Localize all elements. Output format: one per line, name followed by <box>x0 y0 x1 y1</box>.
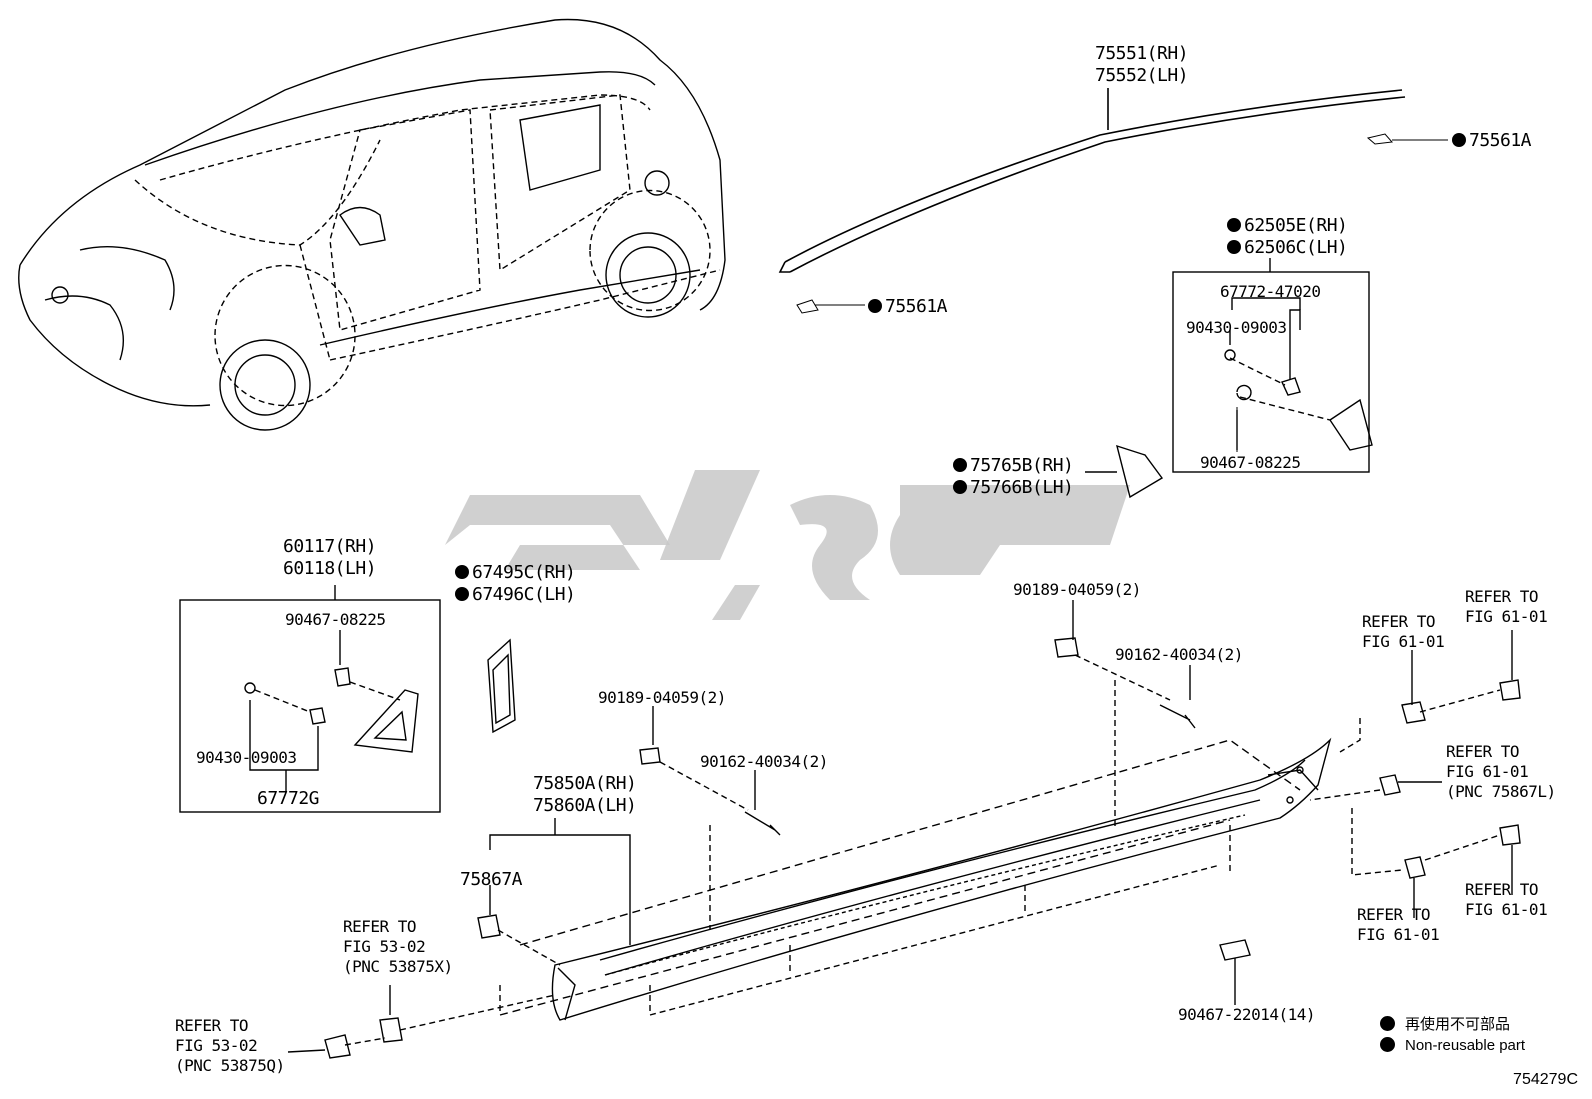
non-reusable-dot-icon <box>1380 1016 1395 1031</box>
garnish-set-label: 67772-47020 <box>1220 282 1321 301</box>
fastener-set-b <box>1054 600 1196 729</box>
rocker-panel <box>499 680 1332 1021</box>
molding-clip-rear <box>1366 133 1448 145</box>
vehicle-outline <box>18 18 726 431</box>
rocker-lh-label: 75860A(LH) <box>533 795 637 816</box>
non-reusable-dot-icon <box>953 458 967 472</box>
pillar-lh-label: 75766B(LH) <box>953 477 1074 499</box>
legend-english: Non-reusable part <box>1380 1037 1525 1054</box>
roof-molding-rh-label: 75551(RH) <box>1095 43 1189 64</box>
rocker-bottom-clip <box>1219 939 1251 1005</box>
right-clips <box>1309 630 1521 918</box>
mirror-lh-label: 60118(LH) <box>283 558 377 579</box>
non-reusable-dot-icon <box>1227 218 1241 232</box>
figure-reference: 754279C <box>1513 1071 1578 1088</box>
screw-b-label: 90162-40034(2) <box>1115 645 1243 664</box>
non-reusable-dot-icon <box>868 299 882 313</box>
non-reusable-dot-icon <box>455 587 469 601</box>
screw-a-label: 90162-40034(2) <box>700 752 828 771</box>
roof-molding <box>778 88 1406 273</box>
mirror-rh-label: 60117(RH) <box>283 536 377 557</box>
clip-rear-label: 75561A <box>1452 130 1532 152</box>
non-reusable-dot-icon <box>1452 133 1466 147</box>
fastener-set-a <box>639 706 781 836</box>
mirror-set-label: 67772G <box>257 788 320 809</box>
mirror-assembly <box>179 585 441 813</box>
garnish-lh-label: 62506C(LH) <box>1227 237 1348 259</box>
pillar-rh-label: 75765B(RH) <box>953 455 1074 477</box>
non-reusable-dot-icon <box>1227 240 1241 254</box>
non-reusable-dot-icon <box>455 565 469 579</box>
watermark <box>445 470 1130 620</box>
clip-front-label: 75561A <box>868 296 948 318</box>
garnish-washer-label: 90430-09003 <box>1186 318 1287 337</box>
roof-molding-lh-label: 75552(LH) <box>1095 65 1189 86</box>
rocker-clip-label: 75867A <box>460 869 523 890</box>
rocker-fasteners-label: 90467-22014(14) <box>1178 1005 1316 1024</box>
front-clips <box>287 985 556 1059</box>
nut-b-label: 90189-04059(2) <box>1013 580 1141 599</box>
pillar-cover-rh-label: 67495C(RH) <box>455 562 576 584</box>
non-reusable-dot-icon <box>1380 1037 1395 1052</box>
garnish-rh-label: 62505E(RH) <box>1227 215 1348 237</box>
nut-a-label: 90189-04059(2) <box>598 688 726 707</box>
pillar-garnish <box>1085 444 1164 499</box>
rocker-leaders <box>477 818 631 966</box>
rocker-rh-label: 75850A(RH) <box>533 773 637 794</box>
molding-clip-front <box>796 299 865 314</box>
mirror-clip-label: 90467-08225 <box>285 610 386 629</box>
legend-japanese: 再使用不可部品 <box>1380 1013 1510 1034</box>
garnish-clip-label: 90467-08225 <box>1200 453 1301 472</box>
pillar-cover <box>487 638 516 734</box>
non-reusable-dot-icon <box>953 480 967 494</box>
pillar-cover-lh-label: 67496C(LH) <box>455 584 576 606</box>
mirror-washer-label: 90430-09003 <box>196 748 297 767</box>
